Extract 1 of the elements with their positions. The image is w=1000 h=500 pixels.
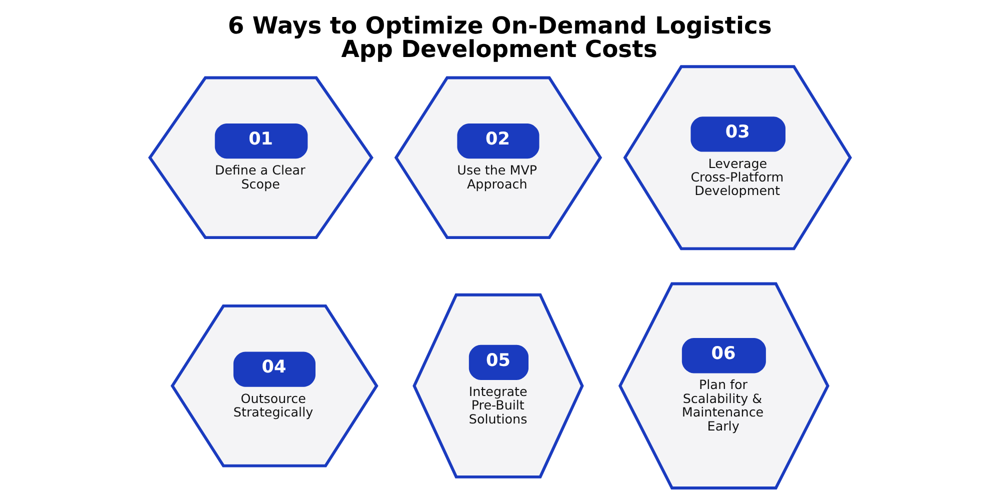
diagram-title: 6 Ways to Optimize On-Demand Logistics App Development Costs (228, 12, 772, 64)
